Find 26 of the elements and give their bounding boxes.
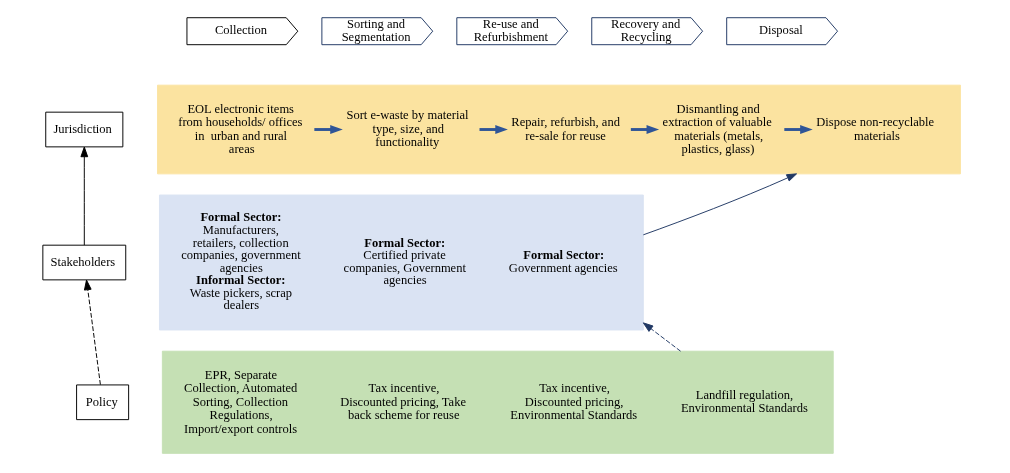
node-text: Tax incentive, Discounted pricing, Environmental Standards xyxy=(509,381,637,423)
arrow xyxy=(642,173,797,236)
node-text: Landfill regulation, Environmental Standards xyxy=(680,387,808,416)
node-text: Dispose non-recyclable materials xyxy=(815,115,934,143)
arrow xyxy=(630,125,659,134)
node-text: Formal Sector: Government agencies xyxy=(508,248,618,275)
cluster xyxy=(161,350,834,454)
node-text: EOL electronic items from households/ offices in urban and rural areas xyxy=(177,101,302,157)
node-box: Stakeholders xyxy=(41,244,126,281)
arrow xyxy=(479,125,508,134)
arrow xyxy=(783,125,813,134)
node-text: Tax incentive, Discounted pricing, Take back scheme for reuse xyxy=(339,381,466,423)
arrow xyxy=(642,322,681,352)
arrow xyxy=(313,125,343,134)
node-text: Formal Sector: Certified private companies, Government agencies xyxy=(343,235,466,288)
arrow xyxy=(83,279,101,386)
node-box: Jurisdiction xyxy=(44,111,123,148)
cluster xyxy=(158,194,644,331)
node-text: Formal Sector: Manufacturers, retailers, collection companies, government agencies Informal Sector: Waste pickers, scrap dealers xyxy=(180,210,301,313)
node-box: Policy xyxy=(75,384,129,421)
arrow xyxy=(79,146,88,246)
node-text: Sort e-waste by material type, size, and functionality xyxy=(345,108,468,150)
cluster xyxy=(156,84,961,175)
node-text: EPR, Separate Collection, Automated Sorting, Collection Regulations, Import/export controls xyxy=(183,367,297,436)
node-text: Repair, refurbish, and re-sale for reuse xyxy=(510,115,620,143)
node-text: Dismantling and extraction of valuable materials (metals, plastics, glass) xyxy=(662,101,772,157)
